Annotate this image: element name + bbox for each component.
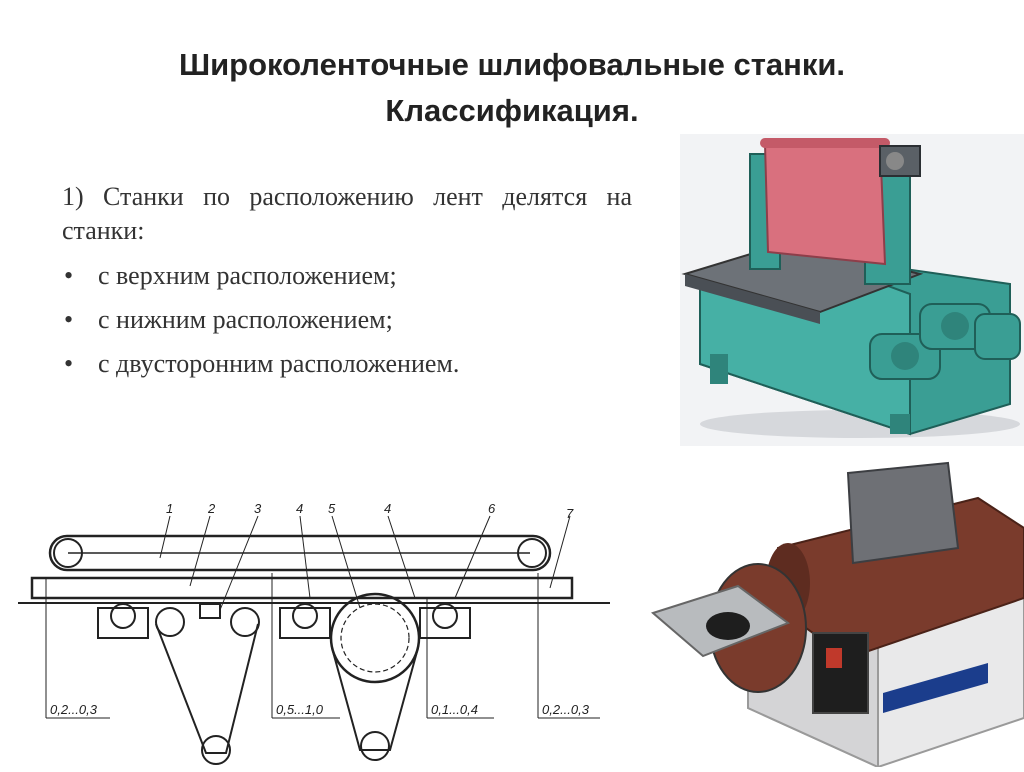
sander-schematic-diagram: 1 2 3 4 5 4 6 7 0,2...0,3 0,5...1,0 0,1.… xyxy=(10,498,622,767)
title-line-2: Классификация. xyxy=(385,93,639,128)
list-item: • с нижним расположением; xyxy=(62,298,632,342)
part-number: 4 xyxy=(296,501,303,516)
bullet-text: с нижним расположением; xyxy=(98,305,393,334)
dimension-label: 0,2...0,3 xyxy=(50,702,98,717)
part-number: 3 xyxy=(254,501,262,516)
part-number: 5 xyxy=(328,501,336,516)
intro-text: 1) Станки по расположению лент делятся н… xyxy=(62,182,632,245)
part-number: 6 xyxy=(488,501,496,516)
bullet-icon: • xyxy=(64,349,74,378)
bullet-icon: • xyxy=(64,305,74,334)
title-line-1: Широколенточные шлифовальные станки. xyxy=(178,47,846,82)
part-number: 7 xyxy=(566,506,574,521)
bullet-icon: • xyxy=(64,261,74,290)
dimension-label: 0,2...0,3 xyxy=(542,702,590,717)
part-number: 2 xyxy=(207,501,216,516)
dimension-label: 0,1...0,4 xyxy=(431,702,478,717)
bullet-text: с двусторонним расположением. xyxy=(98,349,460,378)
dimension-label: 0,5...1,0 xyxy=(276,702,324,717)
list-item: • с верхним расположением; xyxy=(62,254,632,298)
slide-body: 1) Станки по расположению лент делятся н… xyxy=(62,180,632,386)
bullet-list: • с верхним расположением; • с нижним расп… xyxy=(62,254,632,386)
part-number: 4 xyxy=(384,501,391,516)
slide-title: Широколенточные шлифовальные станки. Кла… xyxy=(0,42,1024,134)
wide-belt-sander-photo xyxy=(680,134,1024,446)
list-item: • с двусторонним расположением. xyxy=(62,342,632,386)
belt-disc-sander-photo xyxy=(648,458,1024,769)
bullet-text: с верхним расположением; xyxy=(98,261,397,290)
upper-belt xyxy=(48,534,552,572)
workpiece-table xyxy=(30,576,574,600)
part-number: 1 xyxy=(166,501,173,516)
